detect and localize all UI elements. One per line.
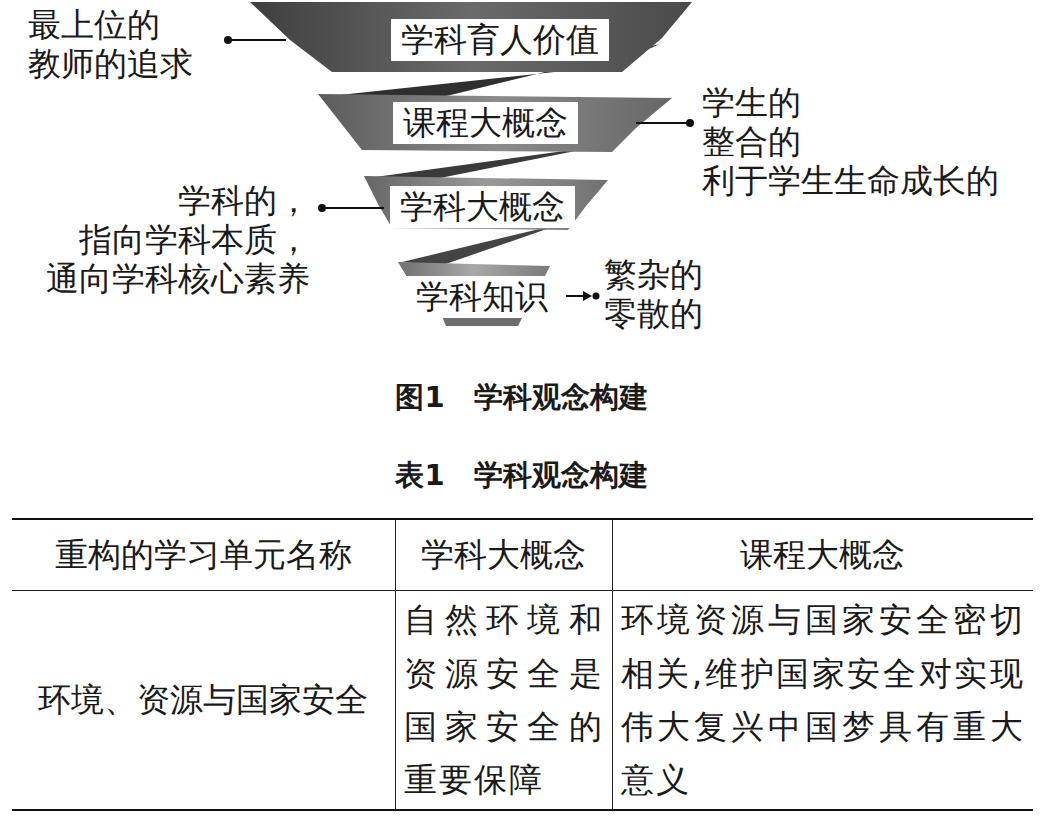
- band-label: 学科大概念: [390, 186, 575, 228]
- table-header-cell: 课程大概念: [612, 519, 1033, 591]
- funnel-band: [364, 176, 608, 230]
- band-label: 课程大概念: [393, 102, 578, 144]
- callout-text: 最上位的 教师的追求: [28, 6, 228, 84]
- funnel-band: 学科育人价值: [250, 2, 692, 72]
- cell-text: 环境资源与国家安全密切相关,维护国家安全对实现伟大复兴中国梦具有重大意义: [621, 600, 1026, 799]
- funnel-band: 学科知识: [398, 262, 550, 302]
- table-cell: 环境资源与国家安全密切相关,维护国家安全对实现伟大复兴中国梦具有重大意义: [612, 591, 1033, 811]
- table-cell: 自然环境和资源安全是国家安全的重要保障: [395, 591, 612, 811]
- leader-dot: [593, 293, 600, 300]
- callout-text: 学科的， 指向学科本质， 通向学科核心素养: [14, 182, 310, 299]
- callout-text: 繁杂的 零散的: [604, 256, 734, 334]
- figure-caption: 图1 学科观念构建: [0, 378, 1043, 418]
- table-header-cell: 学科大概念: [395, 519, 612, 591]
- cell-text: 环境、资源与国家安全: [38, 680, 368, 719]
- arrow-head: [583, 291, 592, 301]
- callout-text: 学生的 整合的 利于学生生命成长的: [702, 84, 1032, 201]
- data-table: 重构的学习单元名称 学科大概念 课程大概念环境、资源与国家安全自然环境和资源安全是国…: [12, 518, 1033, 811]
- leader-line: [636, 122, 690, 124]
- cell-text: 重构的学习单元名称: [55, 535, 352, 574]
- leader-line: [322, 207, 384, 209]
- cell-text: 课程大概念: [740, 535, 905, 574]
- leader-line: [228, 39, 286, 41]
- cell-text: 学科大概念: [421, 535, 586, 574]
- table-cell: 环境、资源与国家安全: [12, 591, 395, 811]
- funnel-band: [318, 94, 672, 152]
- funnel-band: 学科大概念: [364, 176, 608, 230]
- table-title: 表1 学科观念构建: [0, 456, 1043, 496]
- cell-text: 自然环境和资源安全是国家安全的重要保障: [404, 600, 604, 799]
- leader-dot: [224, 36, 232, 44]
- leader-dot: [318, 204, 326, 212]
- funnel-band: 课程大概念: [318, 94, 672, 152]
- band-label: 学科知识: [406, 276, 558, 318]
- funnel-band: [250, 2, 692, 72]
- leader-dot: [686, 119, 694, 127]
- table-header-cell: 重构的学习单元名称: [12, 519, 395, 591]
- band-label: 学科育人价值: [391, 19, 609, 61]
